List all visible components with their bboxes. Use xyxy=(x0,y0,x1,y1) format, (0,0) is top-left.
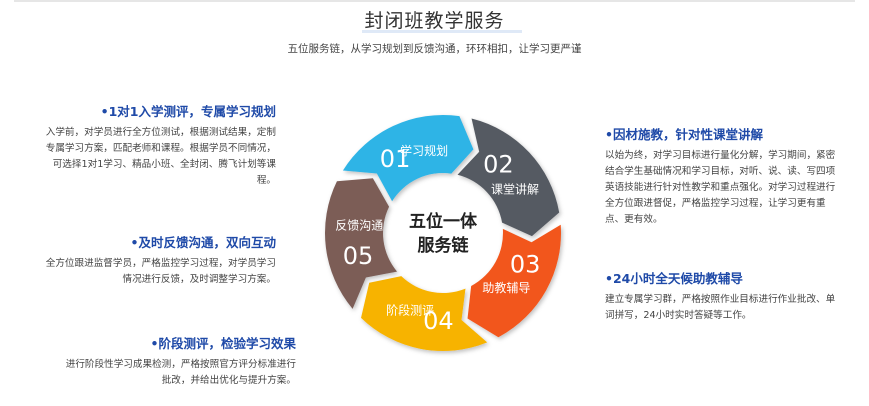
cycle-number-05: 05 xyxy=(343,242,374,270)
feature-heading: •1对1入学测评，专属学习规划 xyxy=(100,104,276,119)
cycle-number-01: 01 xyxy=(380,145,411,173)
title-highlight xyxy=(362,30,522,33)
desc-line: 程。 xyxy=(256,175,276,186)
page-subtitle: 五位服务链，从学习规划到反馈沟通，环环相扣，让学习更严谨 xyxy=(287,43,582,55)
feature-heading: •阶段测评，检验学习效果 xyxy=(150,336,297,351)
feature-block-assessment: •1对1入学测评，专属学习规划 入学前，对学员进行全方位测试，根据测试结果，定制… xyxy=(18,101,276,189)
feature-description: 以始为终，对学习目标进行量化分解，学习期间，紧密 结合学生基础情况和学习目标，对… xyxy=(605,148,857,228)
desc-line: 进行阶段性学习成果检测，严格按照官方评分标准进行 xyxy=(65,359,296,370)
cycle-label-02: 课堂讲解 xyxy=(491,182,539,197)
cycle-segment-01 xyxy=(342,115,474,202)
cycle-label-05: 反馈沟通 xyxy=(335,219,383,233)
feature-description: 建立专属学习群，严格按照作业目标进行作业批改、单 词拼写，24小时实时答疑等工作… xyxy=(605,292,857,324)
desc-line: 以始为终，对学习目标进行量化分解，学习期间，紧密 xyxy=(605,150,836,161)
feature-description: 入学前，对学员进行全方位测试，根据测试结果，定制 专属学习方案，匹配老师和课程。… xyxy=(18,125,276,189)
cycle-number-02: 02 xyxy=(483,151,514,179)
feature-block-feedback: •及时反馈沟通，双向互动 全方位跟进监督学员，严格监控学习过程，对学员学习 情况… xyxy=(18,232,276,288)
feature-description: 进行阶段性学习成果检测，严格按照官方评分标准进行 批改，并给出优化与提升方案。 xyxy=(18,357,296,389)
feature-block-teaching: •因材施教，针对性课堂讲解 以始为终，对学习目标进行量化分解，学习期间，紧密 结… xyxy=(605,124,857,228)
cycle-segment-05 xyxy=(325,178,398,309)
cycle-number-03: 03 xyxy=(510,251,541,279)
desc-line: 建立专属学习群，严格按照作业目标进行作业批改、单 xyxy=(605,294,836,305)
feature-block-stage-test: •阶段测评，检验学习效果 进行阶段性学习成果检测，严格按照官方评分标准进行 批改… xyxy=(18,333,296,389)
top-divider xyxy=(14,0,855,2)
cycle-segment-03 xyxy=(467,224,561,338)
desc-line: 可选择1对1学习、精品小班、全封闭、腾飞计划等课 xyxy=(52,159,276,170)
cycle-label-01: 学习规划 xyxy=(400,143,448,158)
desc-line: 专属学习方案，匹配老师和课程。根据学员不同情况， xyxy=(45,143,276,154)
feature-description: 全方位跟进监督学员，严格监控学习过程，对学员学习 情况进行反馈，及时调整学习方案… xyxy=(18,256,276,288)
cycle-label-03: 助教辅导 xyxy=(482,280,530,295)
cycle-label-04: 阶段测评 xyxy=(386,302,434,317)
desc-line: 点、更有效。 xyxy=(605,214,663,225)
cycle-segment-04 xyxy=(361,276,488,351)
desc-line: 词拼写，24小时实时答疑等工作。 xyxy=(605,310,752,321)
page-title: 封闭班教学服务 xyxy=(364,10,505,32)
feature-heading: •因材施教，针对性课堂讲解 xyxy=(605,127,763,142)
cycle-segment-02 xyxy=(457,118,560,237)
cycle-number-04: 04 xyxy=(423,307,454,335)
desc-line: 入学前，对学员进行全方位测试，根据测试结果，定制 xyxy=(45,127,276,138)
feature-heading: •24小时全天候助教辅导 xyxy=(605,271,743,286)
feature-heading: •及时反馈沟通，双向互动 xyxy=(130,235,277,250)
desc-line: 英语技能进行针对性教学和重点强化。对学习过程进行 xyxy=(605,182,836,193)
desc-line: 批改，并给出优化与提升方案。 xyxy=(161,375,296,386)
desc-line: 全方位跟进监督学员，严格监控学习过程，对学员学习 xyxy=(45,258,276,269)
desc-line: 全方位跟进督促，严格监控学习过程，让学习更有重 xyxy=(605,198,826,209)
desc-line: 情况进行反馈，及时调整学习方案。 xyxy=(122,274,277,285)
cycle-center-title-line2: 服务链 xyxy=(418,235,470,256)
desc-line: 结合学生基础情况和学习目标，对听、说、读、写四项 xyxy=(605,166,836,177)
cycle-center-title-line1: 五位一体 xyxy=(409,211,478,232)
feature-block-tutoring: •24小时全天候助教辅导 建立专属学习群，严格按照作业目标进行作业批改、单 词拼… xyxy=(605,268,857,324)
